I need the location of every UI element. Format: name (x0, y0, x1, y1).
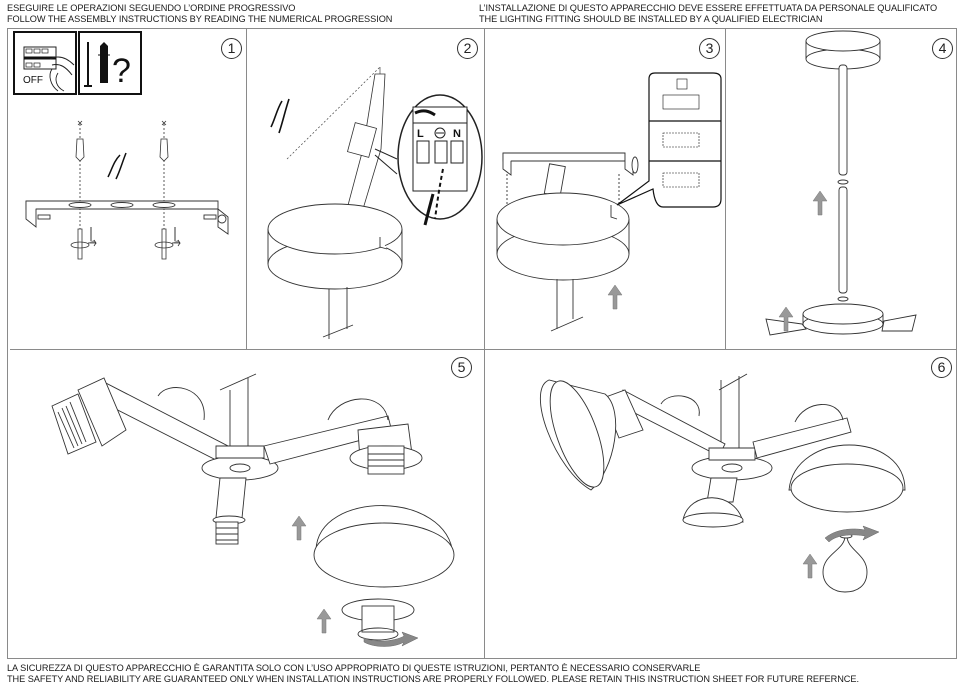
step-4-panel: 4 (726, 29, 956, 349)
mounting-bracket (25, 200, 229, 235)
terminal-block-detail: L N (374, 94, 483, 226)
live-label: L (417, 128, 424, 140)
header-left-english: FOLLOW THE ASSEMBLY INSTRUCTIONS BY READ… (7, 13, 393, 24)
divider-3-4 (725, 28, 726, 349)
step-3-illustration (496, 72, 722, 332)
footer-italian: LA SICUREZZA DI QUESTO APPARECCHIO È GAR… (7, 663, 701, 673)
up-arrow-icon (812, 190, 828, 216)
up-arrow-icon (291, 515, 307, 541)
step-number-5: 5 (451, 357, 472, 378)
divider-row (10, 349, 957, 350)
footer-notice: LA SICUREZZA DI QUESTO APPARECCHIO È GAR… (7, 663, 859, 684)
step-2-panel: 2 L (247, 29, 484, 349)
step-6-panel: 6 (485, 350, 956, 658)
divider-center (484, 28, 485, 659)
step-1-panel: 1 OFF ? (8, 29, 246, 349)
step-1-illustration: OFF ? (13, 31, 229, 260)
divider-1-2 (246, 28, 247, 349)
rotate-arrow-icon (363, 631, 419, 647)
step-number-4: 4 (932, 38, 953, 59)
step-number-1: 1 (221, 38, 242, 59)
step-5-illustration (51, 373, 455, 647)
question-mark: ? (112, 52, 131, 90)
step-2-illustration: L N (267, 66, 483, 339)
up-arrow-icon (778, 306, 794, 332)
header-left: ESEGUIRE LE OPERAZIONI SEGUENDO L’ORDINE… (7, 3, 392, 24)
step-5-panel: 5 (8, 350, 484, 658)
step-4-illustration (765, 30, 917, 336)
step-6-illustration (539, 373, 906, 593)
up-arrow-icon (607, 284, 623, 310)
screw-plug-icon: ? (78, 31, 142, 95)
step-number-3: 3 (699, 38, 720, 59)
power-off-icon: OFF (13, 31, 77, 95)
off-label: OFF (23, 75, 43, 86)
footer-english: THE SAFETY AND RELIABILITY ARE GUARANTEE… (7, 673, 859, 684)
up-arrow-icon (316, 608, 332, 634)
step-number-2: 2 (457, 38, 478, 59)
canopy (267, 203, 403, 339)
instruction-frame (7, 28, 957, 659)
step-number-6: 6 (931, 357, 952, 378)
step-3-panel: 3 (485, 29, 725, 349)
callout-detail (616, 72, 722, 208)
up-arrow-icon (802, 553, 818, 579)
header-right: L’INSTALLAZIONE DI QUESTO APPARECCHIO DE… (479, 3, 937, 24)
header-right-italian: L’INSTALLAZIONE DI QUESTO APPARECCHIO DE… (479, 3, 938, 13)
header-right-english: THE LIGHTING FITTING SHOULD BE INSTALLED… (479, 13, 823, 24)
neutral-label: N (453, 128, 461, 140)
rotate-arrow-icon (824, 525, 880, 543)
header-left-italian: ESEGUIRE LE OPERAZIONI SEGUENDO L’ORDINE… (7, 3, 296, 13)
